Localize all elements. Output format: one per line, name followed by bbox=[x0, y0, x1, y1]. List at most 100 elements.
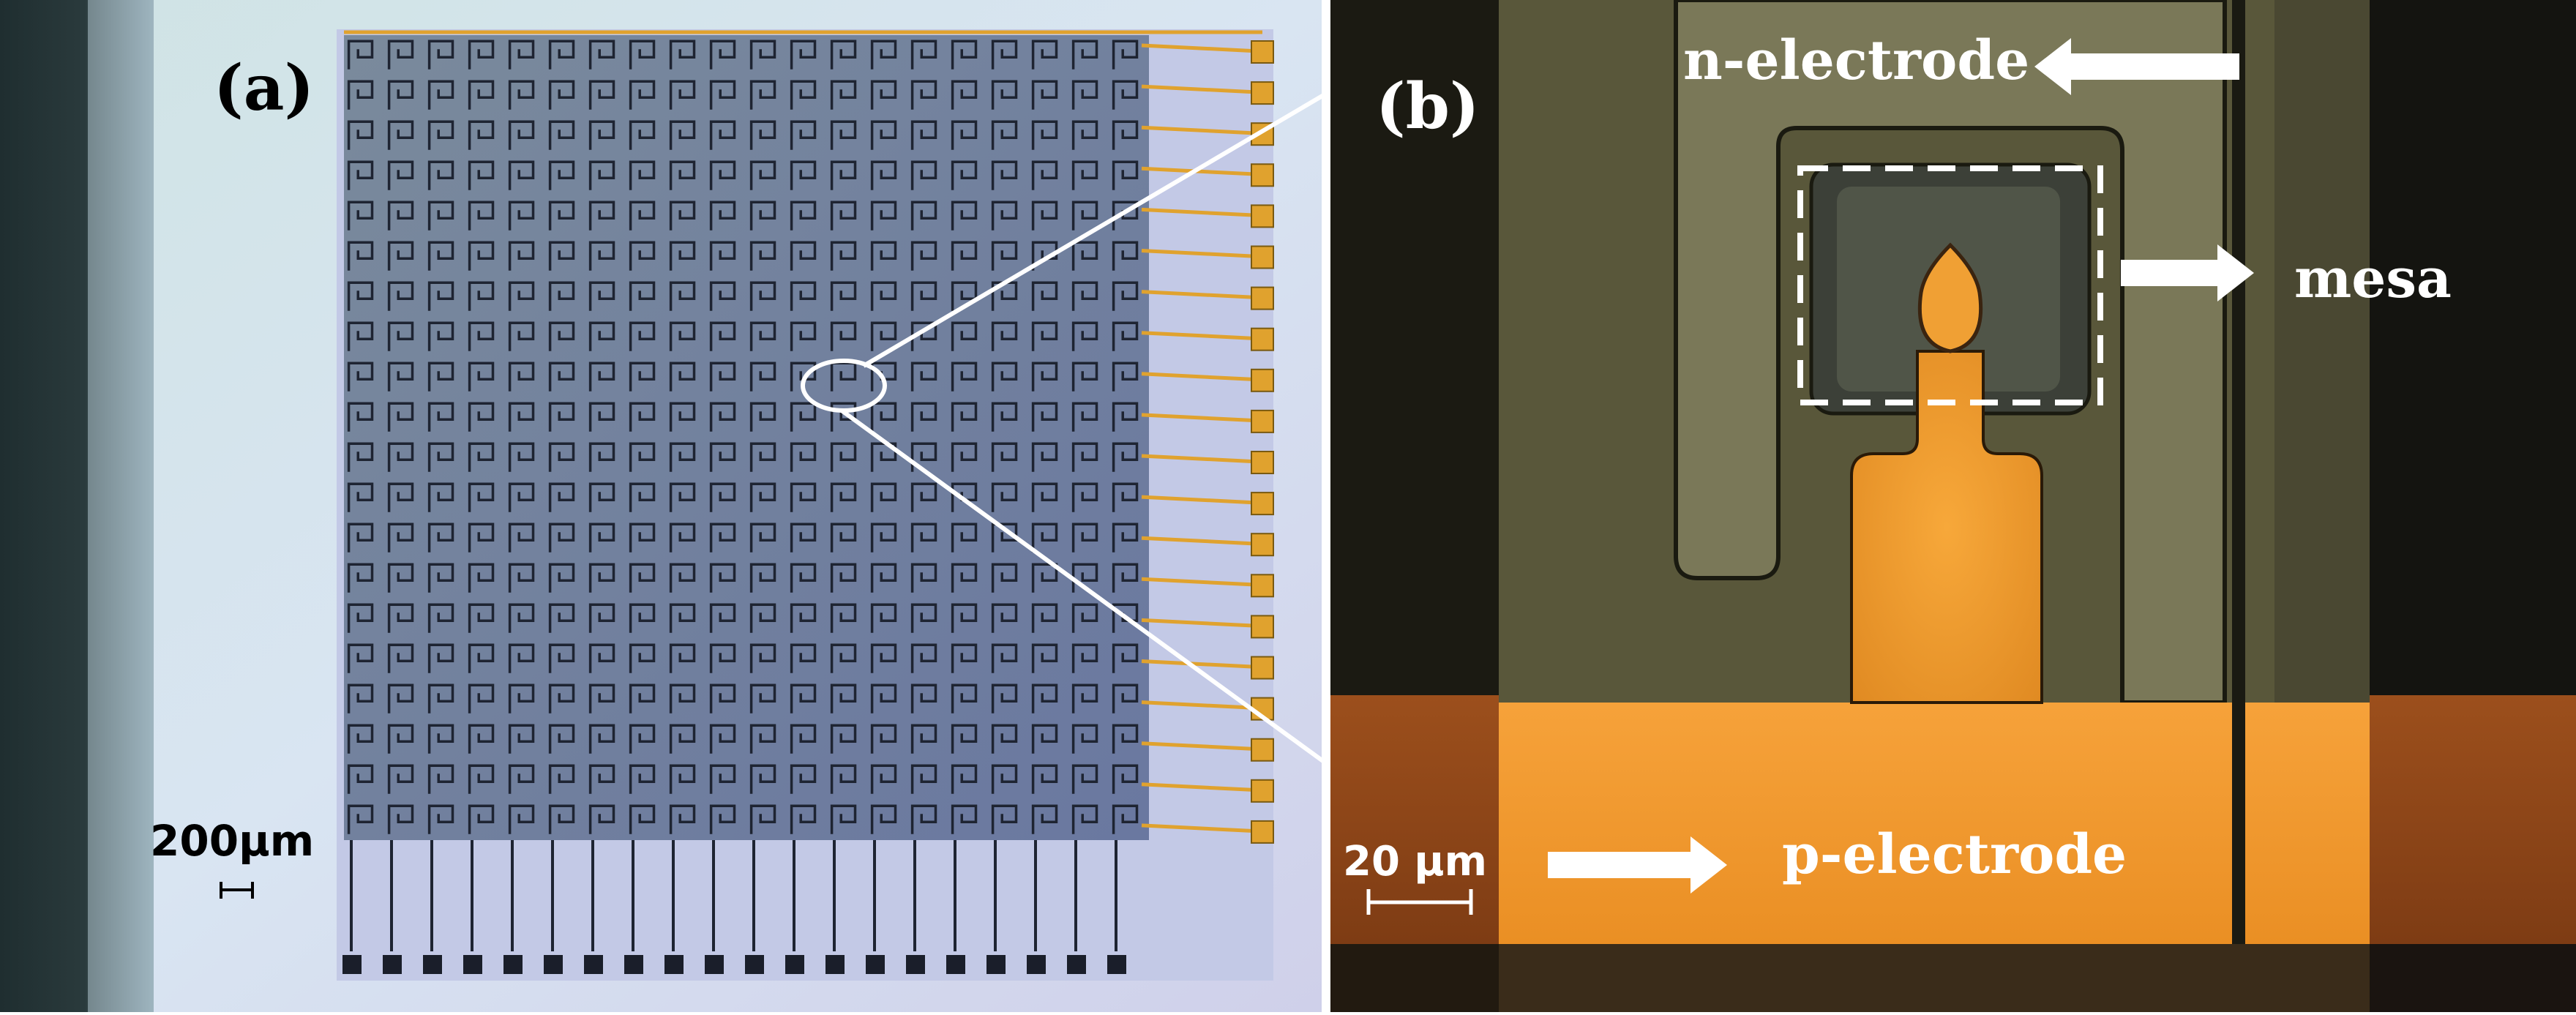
pixel-cell bbox=[468, 80, 495, 110]
pixel-cell bbox=[870, 482, 897, 512]
pixel-cell bbox=[508, 321, 535, 351]
pixel-cell bbox=[1071, 603, 1098, 633]
zoom-line-top bbox=[862, 62, 1377, 368]
pixel-cell bbox=[910, 603, 937, 633]
pixel-cell bbox=[1071, 402, 1098, 432]
pixel-cell bbox=[669, 241, 696, 271]
pixel-cell bbox=[427, 482, 454, 512]
scale-bar-a-label: 200μm bbox=[150, 816, 315, 866]
pixel-cell bbox=[588, 442, 615, 472]
pixel-cell bbox=[387, 80, 414, 110]
pixel-cell bbox=[830, 160, 857, 190]
gold-trace bbox=[1141, 207, 1259, 217]
pixel-cell bbox=[347, 120, 374, 150]
pixel-cell bbox=[548, 724, 575, 754]
panel-a-open: ( bbox=[214, 51, 244, 125]
bottom-pad bbox=[785, 955, 804, 974]
gold-trace bbox=[1141, 290, 1259, 300]
bond-pad bbox=[1251, 286, 1274, 310]
pixel-cell bbox=[1112, 281, 1139, 311]
gold-trace bbox=[1141, 782, 1259, 793]
bottom-pad bbox=[544, 955, 563, 974]
pixel-cell bbox=[790, 482, 817, 512]
pixel-cell bbox=[427, 201, 454, 231]
pixel-cell bbox=[1112, 120, 1139, 150]
pixel-cell bbox=[387, 724, 414, 754]
pixel-cell bbox=[749, 120, 776, 150]
pixel-cell bbox=[749, 321, 776, 351]
pixel-cell bbox=[1112, 482, 1139, 512]
pixel-cell bbox=[387, 764, 414, 794]
bond-pad bbox=[1251, 697, 1274, 721]
pixel-cell bbox=[1031, 643, 1058, 673]
pixel-cell bbox=[790, 603, 817, 633]
p-contact bbox=[1917, 242, 1983, 353]
pixel-cell bbox=[468, 764, 495, 794]
pixel-cell bbox=[749, 804, 776, 834]
pixel-cell bbox=[588, 683, 615, 714]
pixel-cell bbox=[870, 80, 897, 110]
pixel-cell bbox=[1112, 442, 1139, 472]
pixel-cell bbox=[749, 160, 776, 190]
pixel-cell bbox=[870, 804, 897, 834]
pixel-cell bbox=[629, 281, 656, 311]
pixel-cell bbox=[669, 281, 696, 311]
pixel-cell bbox=[749, 724, 776, 754]
pixel-cell bbox=[387, 281, 414, 311]
bond-pad bbox=[1251, 204, 1274, 228]
pixel-cell bbox=[830, 764, 857, 794]
pixel-cell bbox=[1071, 683, 1098, 714]
pixel-cell bbox=[669, 482, 696, 512]
bond-pad bbox=[1251, 327, 1274, 351]
pixel-cell bbox=[709, 321, 736, 351]
pixel-cell bbox=[1112, 523, 1139, 553]
bottom-pad bbox=[705, 955, 724, 974]
n-electrode-label: n-electrode bbox=[1683, 29, 2030, 92]
pixel-cell bbox=[629, 482, 656, 512]
pixel-cell bbox=[830, 603, 857, 633]
pixel-cell bbox=[910, 201, 937, 231]
pixel-cell bbox=[830, 563, 857, 593]
pixel-cell bbox=[669, 724, 696, 754]
pixel-cell bbox=[790, 201, 817, 231]
pixel-cell bbox=[588, 603, 615, 633]
pixel-cell bbox=[1112, 563, 1139, 593]
bottom-pad bbox=[745, 955, 764, 974]
pixel-cell bbox=[588, 643, 615, 673]
pixel-cell bbox=[427, 643, 454, 673]
bottom-pad bbox=[1067, 955, 1086, 974]
bottom-pad bbox=[1027, 955, 1046, 974]
pixel-cell bbox=[1071, 804, 1098, 834]
right-dark-region bbox=[2370, 0, 2576, 703]
pixel-cell bbox=[387, 523, 414, 553]
bond-pad bbox=[1251, 656, 1274, 680]
pixel-cell bbox=[347, 241, 374, 271]
pixel-cell bbox=[629, 603, 656, 633]
pixel-cell bbox=[830, 241, 857, 271]
pixel-cell bbox=[830, 80, 857, 110]
panel-b-open: ( bbox=[1376, 70, 1406, 143]
pixel-cell bbox=[991, 120, 1018, 150]
pixel-cell bbox=[629, 120, 656, 150]
pixel-cell bbox=[588, 201, 615, 231]
pixel-cell bbox=[548, 442, 575, 472]
pixel-cell bbox=[508, 563, 535, 593]
pixel-cell bbox=[790, 281, 817, 311]
pixel-cell bbox=[910, 482, 937, 512]
mesa-dashed-box bbox=[1797, 165, 2103, 405]
pixel-cell bbox=[910, 241, 937, 271]
pixel-cell bbox=[749, 683, 776, 714]
pixel-cell bbox=[951, 80, 978, 110]
pixel-cell bbox=[629, 523, 656, 553]
pixel-cell bbox=[629, 804, 656, 834]
right-olive-strip bbox=[2274, 0, 2370, 703]
pixel-cell bbox=[709, 683, 736, 714]
pixel-cell bbox=[347, 764, 374, 794]
pixel-cell bbox=[548, 603, 575, 633]
pixel-cell bbox=[1071, 160, 1098, 190]
p-electrode-arrow bbox=[1548, 836, 1727, 894]
pixel-cell bbox=[588, 281, 615, 311]
pixel-cell bbox=[870, 402, 897, 432]
pixel-cell bbox=[749, 362, 776, 392]
